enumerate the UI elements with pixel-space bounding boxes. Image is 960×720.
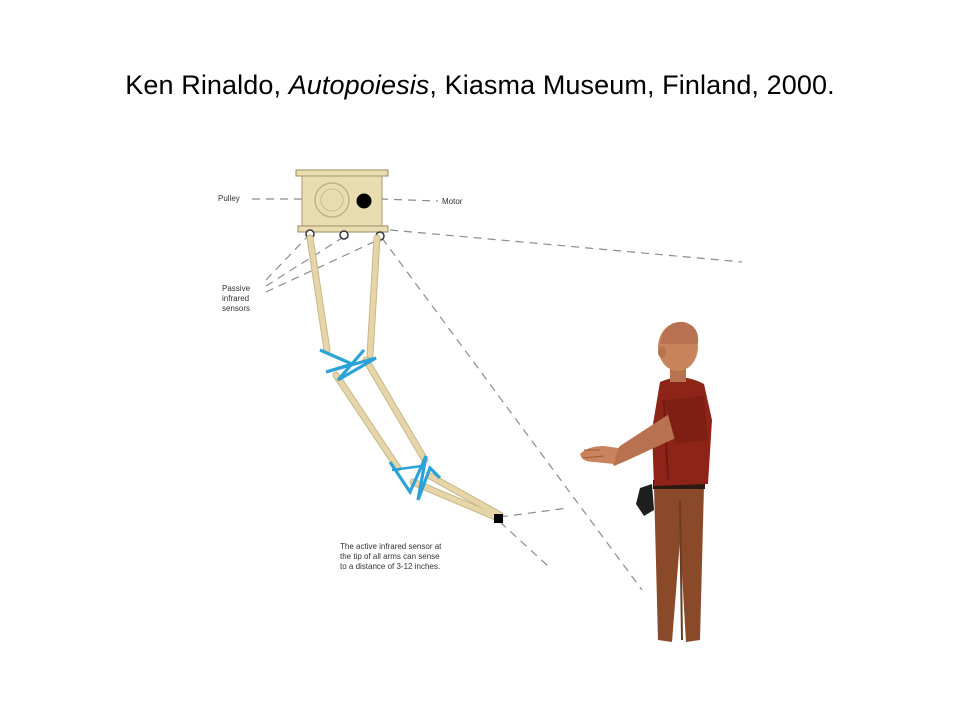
motor-leader — [379, 198, 439, 202]
active-sensor-tip — [494, 514, 503, 523]
label-active-3: to a distance of 3-12 inches. — [340, 562, 440, 571]
label-motor: Motor — [442, 197, 463, 206]
label-pulley: Pulley — [218, 194, 240, 203]
tip-beam-right — [499, 507, 569, 518]
title-prefix: Ken Rinaldo, — [125, 70, 289, 100]
label-active-1: The active infrared sensor at — [340, 542, 442, 551]
passive-leader-3 — [265, 239, 379, 293]
pulley-wheel — [314, 182, 350, 218]
title-work: Autopoiesis — [288, 70, 430, 100]
spring-joint-lower — [388, 455, 442, 501]
label-passive-2: infrared — [222, 294, 249, 303]
label-passive-1: Passive — [222, 284, 251, 293]
motor-box — [295, 169, 389, 241]
sensor-beam-upper — [389, 229, 743, 263]
passive-leader-1 — [265, 235, 309, 281]
spring-joint-upper — [319, 348, 377, 382]
spring-joints — [319, 348, 442, 501]
sensor-beam-diagonal — [381, 237, 643, 591]
label-passive-3: sensors — [222, 304, 250, 313]
passive-leader-2 — [265, 237, 343, 287]
title-suffix: , Kiasma Museum, Finland, 2000. — [429, 70, 835, 100]
motor-dot — [356, 193, 372, 209]
robot-arm — [306, 234, 504, 522]
passive-sensor-2 — [339, 230, 349, 240]
dashed-lines — [252, 198, 743, 591]
label-active-2: the tip of all arms can sense — [340, 552, 440, 561]
tip-beam-down — [499, 521, 549, 567]
human-figure — [580, 321, 712, 642]
slide-title: Ken Rinaldo, Autopoiesis, Kiasma Museum,… — [0, 70, 960, 101]
